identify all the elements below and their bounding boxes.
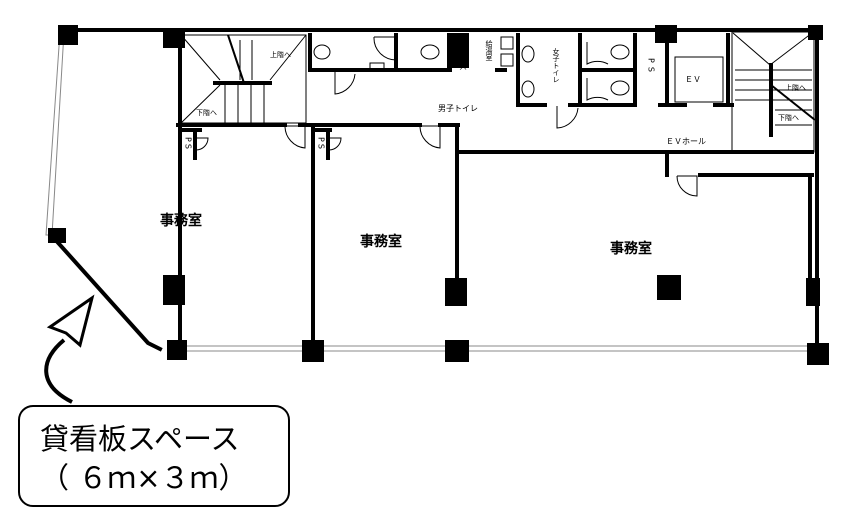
elevator-label: ＥＶ [685, 75, 701, 84]
ps-label-middle: PS [317, 137, 326, 151]
office-left-label: 事務室 [160, 212, 202, 229]
signboard-title: 貸看板スペース [40, 422, 240, 456]
stairs-left-up-label: 上階へ [270, 50, 291, 59]
stairs-right-down-label: 下階へ [778, 113, 799, 122]
stairs-left [180, 34, 307, 124]
kitchenette-label: 給湯室 [485, 39, 493, 61]
toilet-fixtures [313, 36, 630, 98]
office-middle-label: 事務室 [360, 233, 402, 250]
stairs-right-up-label: 上階へ [785, 83, 806, 92]
mens-toilet-label: 男子トイレ [438, 104, 478, 113]
exterior-walls [49, 28, 820, 357]
office-right-label: 事務室 [610, 240, 652, 257]
ps-label-top: PS [647, 58, 656, 76]
signboard-arrow-icon [44, 294, 95, 404]
ps-label-left: PS [184, 137, 193, 151]
doors [195, 36, 698, 197]
ev-hall-label: ＥＶホール [666, 137, 706, 146]
columns [48, 25, 829, 365]
storage-label: 物入 [459, 55, 467, 70]
womens-toilet-label: 女子トイレ [552, 47, 560, 83]
elevator-car [674, 56, 724, 103]
stairs-left-down-label: 下階へ [196, 108, 217, 117]
signboard-size: （ ６ｍ×３ｍ） [40, 461, 248, 495]
stairs-right [731, 31, 816, 153]
signboard-callout-box [18, 405, 290, 507]
interior-walls [176, 33, 814, 352]
